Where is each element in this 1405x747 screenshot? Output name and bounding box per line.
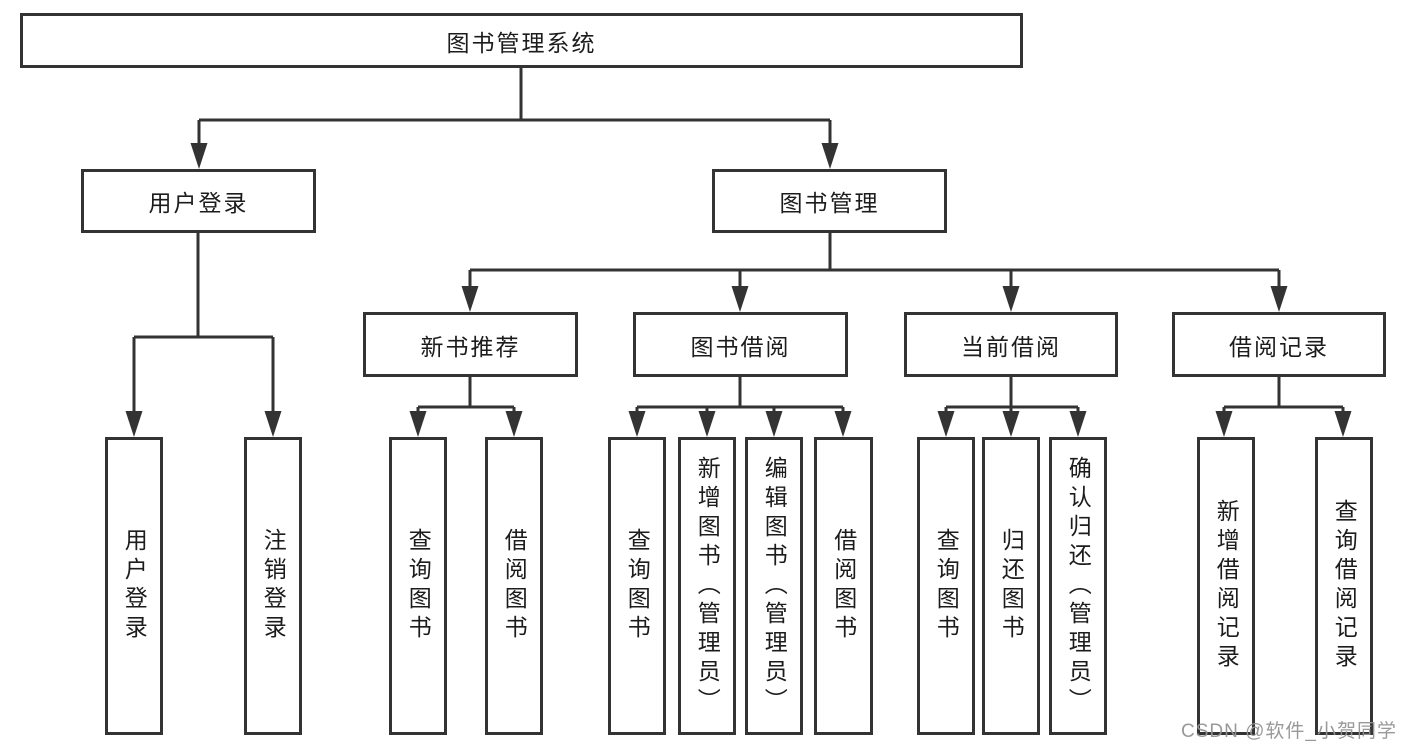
csdn-watermark: CSDN @软件_小贺同学 (1181, 721, 1397, 742)
arrowhead (1002, 411, 1020, 437)
arrowhead (1334, 411, 1352, 437)
leaf-newbook-query-book-label: 查询图书 (405, 528, 432, 644)
leaf-logout: 注销登录 (244, 437, 302, 735)
arrowhead (409, 411, 427, 437)
leaf-add-borrow-record-label: 新增借阅记录 (1213, 499, 1240, 673)
node-user-login: 用户登录 (81, 169, 316, 233)
connector-book-borrow-to-leaves (635, 377, 845, 418)
leaf-current-query-book-label: 查询图书 (933, 528, 960, 644)
arrowhead (698, 411, 716, 437)
node-book-management-label: 图书管理 (779, 190, 880, 216)
leaf-borrow-borrow-book: 借阅图书 (814, 437, 873, 735)
leaf-user-login-label: 用户登录 (121, 528, 148, 644)
arrowhead (461, 286, 479, 312)
arrowhead (834, 411, 852, 437)
arrowhead (125, 411, 143, 437)
leaf-confirm-return-admin-label: 确认归还（管理员） (1065, 455, 1092, 717)
arrowhead (628, 411, 646, 437)
leaf-edit-book-admin: 编辑图书（管理员） (745, 437, 803, 735)
arrowhead (1069, 411, 1087, 437)
leaf-edit-book-admin-label: 编辑图书（管理员） (761, 455, 788, 717)
leaf-add-book-admin: 新增图书（管理员） (678, 437, 736, 735)
leaf-borrow-query-book-label: 查询图书 (624, 528, 651, 644)
arrowhead (937, 411, 955, 437)
arrowhead (765, 411, 783, 437)
connector-book-management-to-level3 (468, 233, 1281, 293)
arrowhead (1002, 286, 1020, 312)
leaf-current-query-book: 查询图书 (917, 437, 975, 735)
node-root-label: 图书管理系统 (446, 29, 597, 56)
leaf-newbook-query-book: 查询图书 (389, 437, 447, 735)
connector-user-login-to-leaves (132, 233, 275, 418)
arrowhead (821, 143, 839, 169)
leaf-newbook-borrow-book-label: 借阅图书 (501, 528, 528, 644)
arrowhead (1215, 411, 1233, 437)
arrowhead (731, 286, 749, 312)
node-root: 图书管理系统 (20, 13, 1023, 68)
leaf-query-borrow-record: 查询借阅记录 (1315, 437, 1373, 735)
node-current-borrow: 当前借阅 (904, 312, 1118, 377)
leaf-borrow-query-book: 查询图书 (608, 437, 666, 735)
arrowhead (190, 143, 208, 169)
node-new-book-recommend-label: 新书推荐 (420, 333, 521, 360)
leaf-add-book-admin-label: 新增图书（管理员） (694, 455, 721, 717)
leaf-add-borrow-record: 新增借阅记录 (1197, 437, 1255, 735)
node-new-book-recommend: 新书推荐 (363, 312, 578, 377)
node-borrow-record-label: 借阅记录 (1229, 333, 1329, 360)
node-book-management: 图书管理 (712, 169, 947, 233)
connector-root-to-level2 (197, 68, 832, 150)
node-book-borrow-label: 图书借阅 (690, 333, 791, 360)
connector-new-book-to-leaves (416, 377, 516, 418)
leaf-query-borrow-record-label: 查询借阅记录 (1331, 499, 1358, 673)
connector-borrow-record-to-leaves (1222, 377, 1345, 418)
leaf-return-book: 归还图书 (982, 437, 1040, 735)
arrowhead (264, 411, 282, 437)
leaf-borrow-borrow-book-label: 借阅图书 (830, 528, 857, 644)
leaf-logout-label: 注销登录 (260, 528, 287, 644)
node-borrow-record: 借阅记录 (1172, 312, 1386, 377)
node-user-login-label: 用户登录 (148, 190, 249, 216)
node-current-borrow-label: 当前借阅 (961, 333, 1061, 360)
leaf-user-login: 用户登录 (105, 437, 163, 735)
arrowhead (505, 411, 523, 437)
leaf-return-book-label: 归还图书 (998, 528, 1025, 644)
leaf-confirm-return-admin: 确认归还（管理员） (1049, 437, 1107, 735)
arrowhead (1270, 286, 1288, 312)
leaf-newbook-borrow-book: 借阅图书 (485, 437, 543, 735)
node-book-borrow: 图书借阅 (633, 312, 848, 377)
connector-paths (132, 68, 1345, 418)
arrowheads (125, 143, 1352, 437)
